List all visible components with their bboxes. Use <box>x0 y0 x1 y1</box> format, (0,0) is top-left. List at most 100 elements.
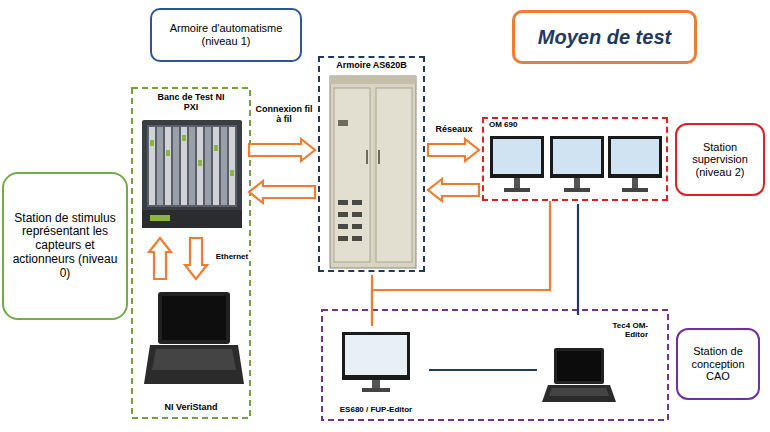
pxi-chassis-picture-part <box>147 125 237 207</box>
pxi-chassis-picture-part <box>173 127 179 205</box>
node-text: OM 690 <box>489 120 517 129</box>
node-text: Tec4 OM-Editor <box>596 321 648 339</box>
monitor-picture-part <box>493 139 541 174</box>
monitor-picture <box>342 332 410 392</box>
block-arrow <box>149 238 171 279</box>
cabinet-picture-part <box>352 224 362 229</box>
block-arrow-part <box>249 139 315 161</box>
block-arrow-part <box>428 139 479 161</box>
node-text: Station de conception CAO <box>682 345 754 383</box>
node-text: Station de stimulus représentant les cap… <box>10 212 120 281</box>
pxi-chassis-picture-part <box>150 215 170 221</box>
pxi-chassis-picture-part <box>142 120 242 228</box>
cabinet-picture-part <box>338 120 348 126</box>
pxi-chassis-picture-part <box>150 140 154 146</box>
cabinet-picture-part <box>378 150 380 164</box>
network-line-part <box>372 201 550 326</box>
block-arrow <box>249 181 315 203</box>
monitor-picture-part <box>574 178 580 188</box>
cabinet-picture-part <box>366 150 368 164</box>
monitor-picture-part <box>622 188 648 192</box>
pxi-chassis-picture-part <box>182 135 186 141</box>
monitor-picture-part <box>514 178 520 188</box>
monitor-picture-part <box>372 380 380 388</box>
network-line <box>578 204 579 315</box>
node-text: Banc de Test NI PXI <box>155 92 227 113</box>
monitor-picture-part <box>564 188 590 192</box>
block-arrow-part <box>149 238 171 279</box>
block-arrow <box>428 179 479 201</box>
pxi-chassis-picture-part <box>213 127 219 205</box>
cabinet-picture-part <box>338 236 348 241</box>
level-callout: Station de conception CAO <box>676 328 760 400</box>
block-arrow <box>428 139 479 161</box>
cabinet-picture-part <box>352 212 362 217</box>
block-arrow-part <box>428 179 479 201</box>
network-line-part <box>577 204 579 315</box>
level-callout: Station de stimulus représentant les cap… <box>2 172 128 320</box>
monitor-picture-part <box>490 136 544 178</box>
monitor-picture-part <box>632 178 638 188</box>
connection-label: Connexion fil à fil <box>252 104 316 125</box>
level-callout: Station supervision (niveau 2) <box>675 123 765 196</box>
connection-label: Réseaux <box>428 124 480 134</box>
laptop-picture-part <box>549 388 609 396</box>
laptop-picture <box>542 348 616 402</box>
pxi-chassis-picture-part <box>142 210 242 228</box>
pxi-chassis-picture-part <box>205 127 211 205</box>
laptop-box: Tec4 OM-Editor <box>540 318 650 406</box>
level-callout: Armoire d'automatisme (niveau 1) <box>150 8 302 62</box>
pxi-chassis-picture-part <box>189 127 195 205</box>
block-arrow-part <box>185 238 207 279</box>
cabinet-picture-part <box>334 88 370 262</box>
cabinet-picture <box>330 76 416 268</box>
network-line-part <box>429 369 537 371</box>
cad-station-group-outline <box>322 310 668 420</box>
node-text: Station supervision (niveau 2) <box>681 141 759 179</box>
pxi-chassis-picture-part <box>230 170 234 176</box>
pxi-chassis-picture-part <box>181 127 187 205</box>
laptop-box: NI VeriStand <box>136 282 246 414</box>
pxi-chassis-picture-part <box>166 150 170 156</box>
laptop-picture-part <box>557 351 601 381</box>
monitor-picture-part <box>611 139 659 174</box>
laptop-picture-part <box>144 345 244 384</box>
cabinet-picture-part <box>376 88 412 262</box>
cabinet-picture-part <box>338 200 348 205</box>
cabinet-picture-part <box>338 224 348 229</box>
node-text: Armoire AS620B <box>336 60 407 70</box>
laptop-picture-part <box>542 385 616 402</box>
node-text: NI VeriStand <box>164 402 217 412</box>
monitor-picture-part <box>345 335 407 375</box>
node-text: Armoire d'automatisme (niveau 1) <box>158 22 294 47</box>
monitor-picture <box>490 136 662 192</box>
block-arrow-part <box>249 181 315 203</box>
laptop-picture-part <box>162 296 226 340</box>
monitor-picture-part <box>362 388 390 392</box>
pxi-chassis-picture-part <box>221 127 227 205</box>
node-text: ES680 / FUP-Editor <box>340 405 412 414</box>
test-bench-box: Banc de Test NI PXI <box>136 90 246 235</box>
supervision-box: OM 690 <box>482 117 668 201</box>
cabinet-picture-part <box>338 212 348 217</box>
pxi-chassis-picture-part <box>149 127 155 205</box>
cabinet-picture-part <box>352 200 362 205</box>
cabinet-picture-part <box>330 76 416 268</box>
monitor-picture-part <box>504 188 530 192</box>
pxi-chassis-picture-part <box>214 145 218 151</box>
monitor-picture-part <box>608 136 662 178</box>
network-line <box>429 370 537 371</box>
laptop-picture-part <box>158 292 230 344</box>
pxi-chassis-picture <box>142 120 242 228</box>
cabinet-box: Armoire AS620B <box>318 56 425 272</box>
connection-label: Ethernet <box>212 252 252 261</box>
network-line <box>372 201 550 326</box>
monitor-picture-part <box>553 139 601 174</box>
laptop-picture-part <box>554 348 604 384</box>
monitor-picture-part <box>342 332 410 380</box>
pxi-chassis-picture-part <box>229 127 235 205</box>
block-arrow <box>249 139 315 161</box>
block-arrow <box>185 238 207 279</box>
cabinet-picture-part <box>352 236 362 241</box>
